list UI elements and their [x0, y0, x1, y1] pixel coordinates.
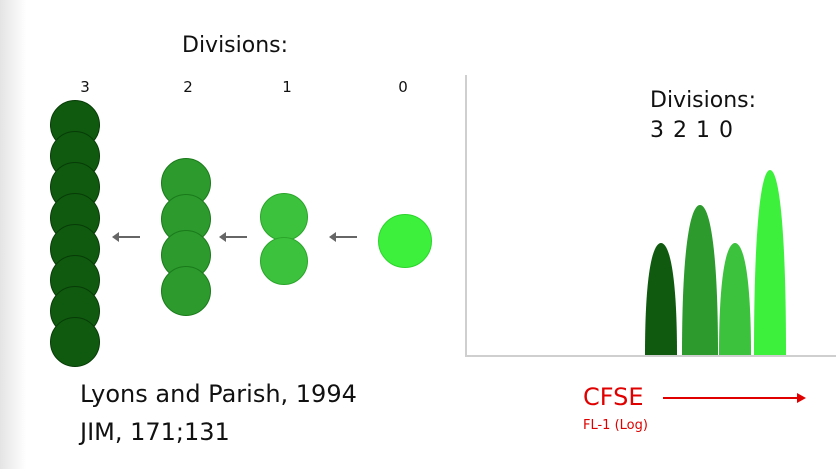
cell-division-3	[50, 317, 100, 367]
left-shadow-edge	[0, 0, 26, 469]
histogram-frame	[465, 75, 836, 357]
cell-division-2	[161, 266, 211, 316]
division-arrow	[112, 232, 140, 242]
histogram-divisions-title: Divisions:	[650, 88, 757, 113]
division-arrow	[329, 232, 357, 242]
division-number-1: 1	[282, 78, 292, 96]
lineage-divisions-title: Divisions:	[182, 33, 289, 58]
histogram-peak-division-2	[682, 205, 718, 355]
histogram-peak-division-1	[719, 243, 751, 355]
cell-division-0	[378, 214, 432, 268]
histogram-peak-division-0	[754, 170, 786, 355]
cfse-axis-arrow	[663, 393, 806, 403]
division-arrow	[219, 232, 247, 242]
division-number-2: 2	[183, 78, 193, 96]
histogram-peak-division-3	[645, 243, 677, 355]
division-number-0: 0	[398, 78, 408, 96]
citation-authors: Lyons and Parish, 1994	[80, 380, 357, 408]
cfse-axis-label: CFSE	[583, 383, 644, 411]
cell-division-1	[260, 237, 308, 285]
division-number-3: 3	[80, 78, 90, 96]
histogram-division-sequence: 3 2 1 0	[650, 118, 734, 143]
citation-journal: JIM, 171;131	[80, 418, 230, 446]
fl1-axis-sublabel: FL-1 (Log)	[583, 418, 648, 433]
